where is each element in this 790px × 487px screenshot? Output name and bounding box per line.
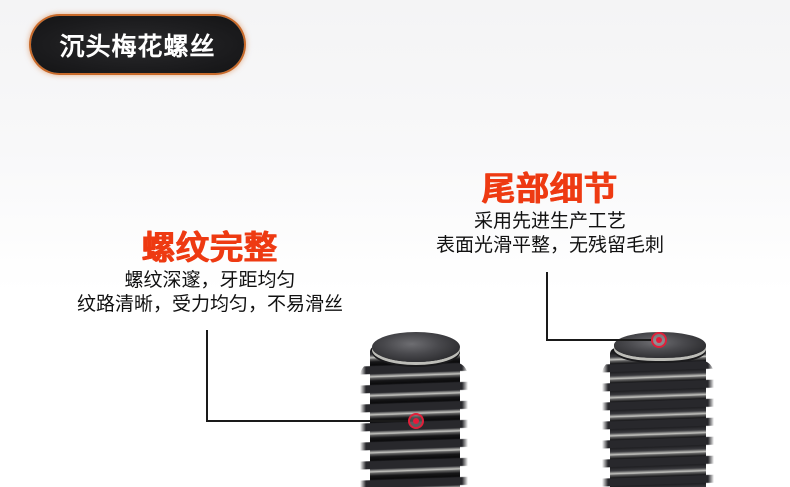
thread-detail-marker-icon [408, 413, 424, 429]
screw-thread-cap [372, 332, 460, 362]
feature-tail: 尾部细节 采用先进生产工艺 表面光滑平整，无残留毛刺 [400, 169, 700, 257]
title-badge: 沉头梅花螺丝 [31, 16, 244, 73]
feature-tail-heading: 尾部细节 [482, 169, 618, 208]
screw-tail-ridges [602, 360, 714, 487]
leader-line-thread-vertical [206, 330, 208, 422]
feature-thread: 螺纹完整 螺纹深邃，牙距均匀 纹路清晰，受力均匀，不易滑丝 [40, 228, 380, 316]
feature-thread-line-2: 纹路清晰，受力均匀，不易滑丝 [76, 293, 343, 315]
feature-tail-line-2: 表面光滑平整，无残留毛刺 [435, 234, 664, 256]
feature-tail-line-1: 采用先进生产工艺 [473, 210, 626, 232]
leader-line-tail-vertical [546, 272, 548, 341]
screw-thread-image [356, 328, 474, 487]
leader-line-thread-horizontal [206, 420, 410, 422]
title-badge-text: 沉头梅花螺丝 [59, 31, 216, 61]
screw-tail-image [600, 328, 718, 487]
feature-thread-heading: 螺纹完整 [142, 228, 278, 267]
feature-thread-line-1: 螺纹深邃，牙距均匀 [124, 269, 296, 291]
leader-line-tail-horizontal [546, 339, 651, 341]
tail-detail-marker-icon [651, 332, 667, 348]
